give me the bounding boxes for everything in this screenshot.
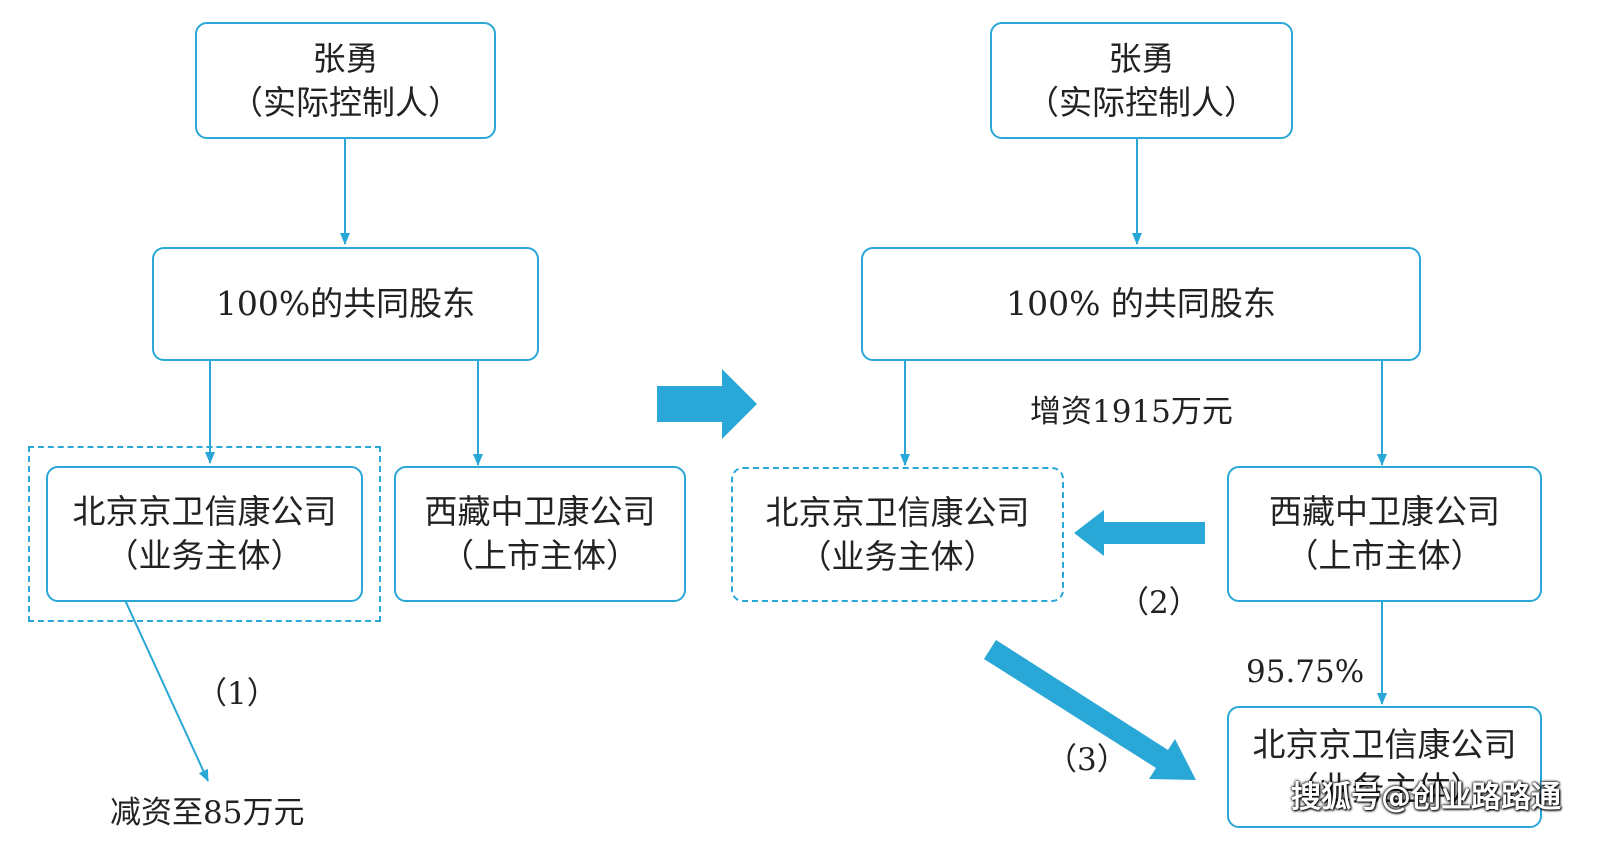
- right-business-box: 北京京卫信康公司 （业务主体）: [731, 467, 1064, 602]
- big-arrow-transition: [657, 369, 757, 439]
- left-shareholders-box: 100%的共同股东: [152, 247, 539, 361]
- right-listed-box: 西藏中卫康公司 （上市主体）: [1227, 466, 1542, 602]
- arrow-business-to-reduction: [124, 599, 209, 782]
- left-business-box: 北京京卫信康公司 （业务主体）: [46, 466, 363, 602]
- big-arrow-listed-to-business: [1074, 510, 1205, 556]
- step1-label: （1）: [196, 676, 278, 712]
- right-business-role: （业务主体）: [798, 536, 997, 576]
- right-business-name: 北京京卫信康公司: [765, 492, 1030, 532]
- right-subsidiary-role: （业务主体）: [1285, 769, 1484, 808]
- left-controller-name: 张勇: [312, 38, 379, 78]
- left-business-role: （业务主体）: [105, 536, 304, 575]
- right-shareholders-label: 100% 的共同股东: [1006, 284, 1276, 323]
- capital-increase-label: 增资1915万元: [1030, 394, 1233, 430]
- right-subsidiary-name: 北京京卫信康公司: [1252, 725, 1517, 764]
- left-business-dashed-frame: [28, 446, 381, 622]
- left-controller-box: 张勇 （实际控制人）: [195, 22, 496, 139]
- left-shareholders-label: 100%的共同股东: [215, 284, 476, 323]
- left-business-name: 北京京卫信康公司: [72, 492, 337, 531]
- right-controller-name: 张勇: [1108, 38, 1175, 78]
- right-controller-role: （实际控制人）: [1026, 82, 1257, 122]
- right-shareholders-box: 100% 的共同股东: [861, 247, 1421, 361]
- ownership-label: 95.75%: [1246, 654, 1365, 690]
- left-listed-role: （上市主体）: [441, 536, 639, 575]
- step2-label: （2）: [1118, 585, 1200, 621]
- big-arrow-business-to-subsidiary: [984, 640, 1196, 780]
- left-listed-box: 西藏中卫康公司 （上市主体）: [394, 466, 686, 602]
- watermark: 搜狐号@创业路路通: [1291, 780, 1561, 815]
- right-controller-box: 张勇 （实际控制人）: [990, 22, 1293, 139]
- right-listed-name: 西藏中卫康公司: [1269, 492, 1500, 531]
- step3-label: （3）: [1046, 742, 1128, 778]
- reduction-label: 减资至85万元: [110, 795, 305, 831]
- left-controller-role: （实际控制人）: [230, 82, 461, 122]
- right-listed-role: （上市主体）: [1285, 536, 1484, 575]
- right-subsidiary-box: 北京京卫信康公司 （业务主体）: [1227, 706, 1542, 828]
- left-listed-name: 西藏中卫康公司: [424, 492, 656, 531]
